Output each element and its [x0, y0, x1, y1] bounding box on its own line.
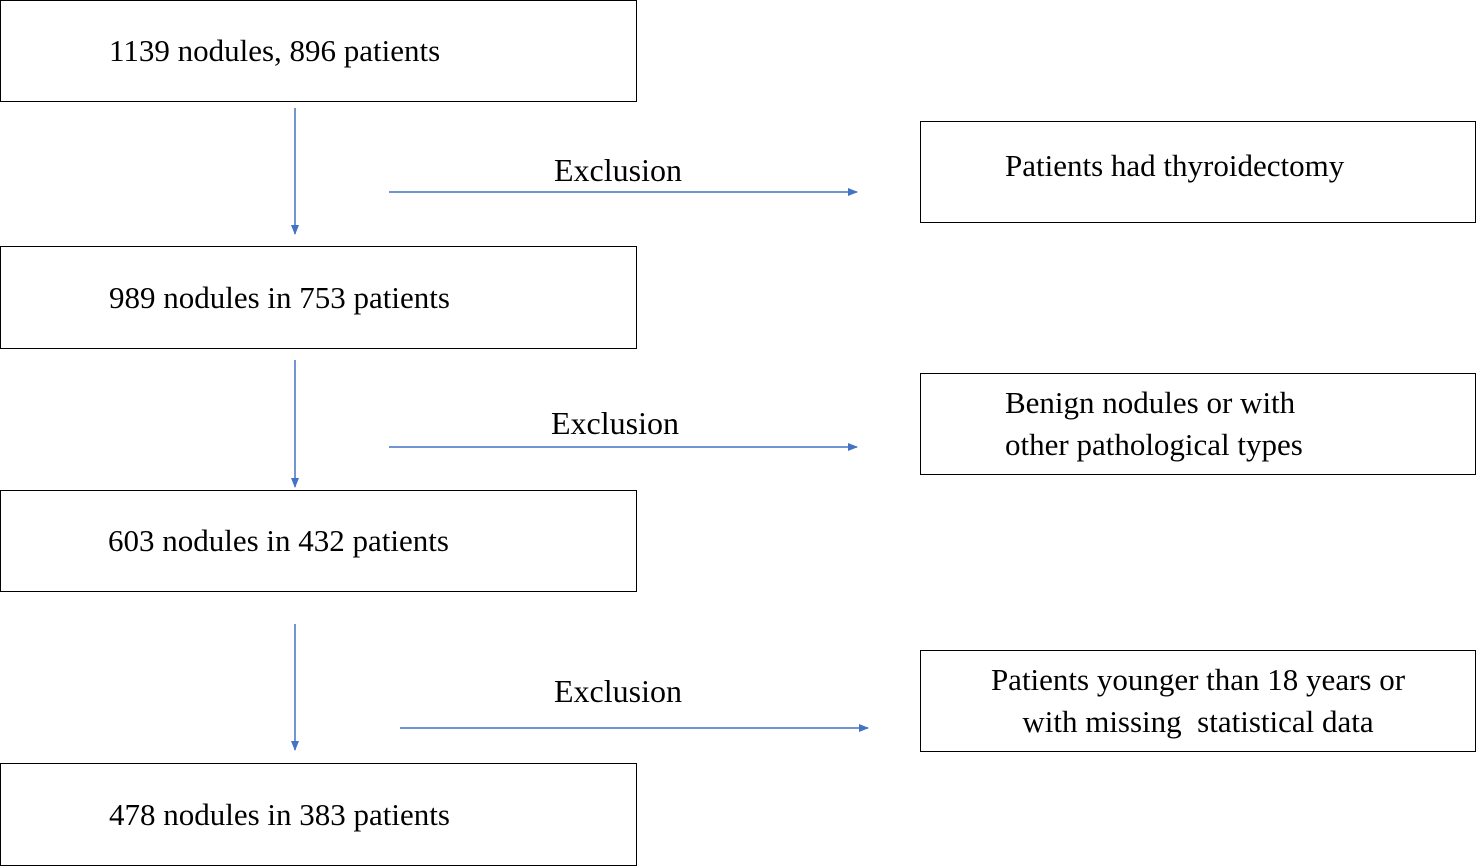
flow-box-4-text: 478 nodules in 383 patients [109, 796, 450, 832]
exclusion-label-3: Exclusion [554, 673, 682, 709]
exclusion-box-2: Benign nodules or with other pathologica… [920, 373, 1476, 475]
exclusion-box-2-line-1: Benign nodules or with [1005, 385, 1296, 420]
exclusion-box-2-line-2: other pathological types [1005, 427, 1303, 462]
exclusion-box-3: Patients younger than 18 years or with m… [920, 650, 1476, 752]
exclusion-label-1: Exclusion [554, 152, 682, 188]
flow-box-2-text: 989 nodules in 753 patients [109, 279, 450, 315]
exclusion-box-3-line-2: with missing statistical data [1022, 704, 1374, 739]
flow-box-1: 1139 nodules, 896 patients [0, 0, 637, 102]
exclusion-box-1-line-1: Patients had thyroidectomy [1005, 148, 1345, 183]
flow-box-2: 989 nodules in 753 patients [0, 246, 637, 349]
flow-box-3: 603 nodules in 432 patients [0, 490, 637, 592]
exclusion-label-2: Exclusion [551, 405, 679, 441]
flow-box-3-text: 603 nodules in 432 patients [108, 523, 449, 558]
flow-box-4: 478 nodules in 383 patients [0, 763, 637, 866]
flow-box-1-text: 1139 nodules, 896 patients [109, 33, 441, 68]
exclusion-box-3-line-1: Patients younger than 18 years or [990, 662, 1406, 697]
exclusion-box-1: Patients had thyroidectomy [920, 121, 1476, 223]
